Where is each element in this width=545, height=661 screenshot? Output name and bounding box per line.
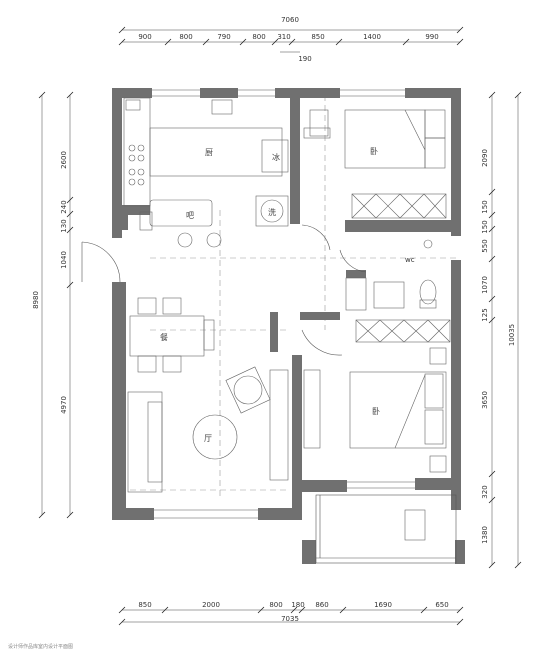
right-segment-6: 125 <box>481 308 489 321</box>
axis-lines <box>130 95 460 500</box>
left-segment-2: 240 <box>60 200 68 213</box>
left-segment-3: 130 <box>60 219 68 232</box>
bottom-segment-3: 800 <box>269 601 282 609</box>
top-segment-4: 800 <box>252 33 265 41</box>
master-bedroom: 卧 <box>301 319 451 541</box>
north-bedroom: 卧 <box>301 109 447 251</box>
right-dimensions: 2090 150 150 550 1070 125 3650 320 1380 … <box>481 91 522 569</box>
left-total-dimension: 8980 <box>32 291 40 309</box>
right-segment-8: 320 <box>481 485 489 498</box>
right-segment-7: 3650 <box>481 391 489 409</box>
entry-door <box>81 241 121 283</box>
top-sub-dimension: 190 <box>298 55 311 63</box>
dining-area: 餐 <box>129 297 215 373</box>
washer-label: 洗 <box>268 207 276 217</box>
right-segment-9: 1380 <box>481 526 489 544</box>
walls <box>112 88 465 564</box>
master-bedroom-label: 卧 <box>372 407 380 416</box>
bottom-segment-5: 860 <box>315 601 328 609</box>
bottom-segment-1: 850 <box>138 601 151 609</box>
top-segment-3: 790 <box>217 33 230 41</box>
left-dimensions: 8980 2600 240 130 1040 4970 <box>32 91 74 519</box>
top-segment-2: 800 <box>179 33 192 41</box>
footer-credit: 设计师作品库室内设计平面图 <box>8 643 73 650</box>
dining-label: 餐 <box>160 333 168 342</box>
bottom-segment-4: 180 <box>291 601 304 609</box>
living-label: 厅 <box>204 434 212 443</box>
fridge-label: 冰 <box>272 152 280 162</box>
bottom-segment-6: 1690 <box>374 601 392 609</box>
bottom-total-dimension: 7035 <box>281 615 299 623</box>
top-segment-1: 900 <box>138 33 151 41</box>
right-total-dimension: 10035 <box>508 324 516 346</box>
right-segment-2: 150 <box>481 200 489 213</box>
top-segment-5: 310 <box>277 33 290 41</box>
bottom-segment-7: 650 <box>435 601 448 609</box>
bottom-segment-2: 2000 <box>202 601 220 609</box>
top-segment-6: 850 <box>311 33 324 41</box>
left-segment-1: 2600 <box>60 151 68 169</box>
kitchen-area: 厨 冰 吧 洗 <box>123 97 289 248</box>
right-segment-1: 2090 <box>481 149 489 167</box>
top-segment-7: 1400 <box>363 33 381 41</box>
wc-label: wc <box>405 256 415 264</box>
left-segment-5: 4970 <box>60 396 68 414</box>
north-bedroom-label: 卧 <box>370 147 378 156</box>
right-segment-5: 1070 <box>481 276 489 294</box>
kitchen-label: 厨 <box>205 148 213 157</box>
left-segment-4: 1040 <box>60 251 68 269</box>
top-segment-8: 990 <box>425 33 438 41</box>
top-dimensions: 7060 900 800 790 800 310 850 1400 990 19… <box>118 16 464 63</box>
right-segment-3: 150 <box>481 220 489 233</box>
bathroom: wc <box>339 239 437 311</box>
bar-label: 吧 <box>186 211 194 220</box>
top-total-dimension: 7060 <box>281 16 299 24</box>
bottom-dimensions: 850 2000 800 180 860 1690 650 7035 <box>118 601 464 626</box>
top-segment-ticks <box>118 38 464 46</box>
right-segment-4: 550 <box>481 239 489 252</box>
living-area: 厅 <box>127 366 289 493</box>
windows <box>152 89 457 564</box>
